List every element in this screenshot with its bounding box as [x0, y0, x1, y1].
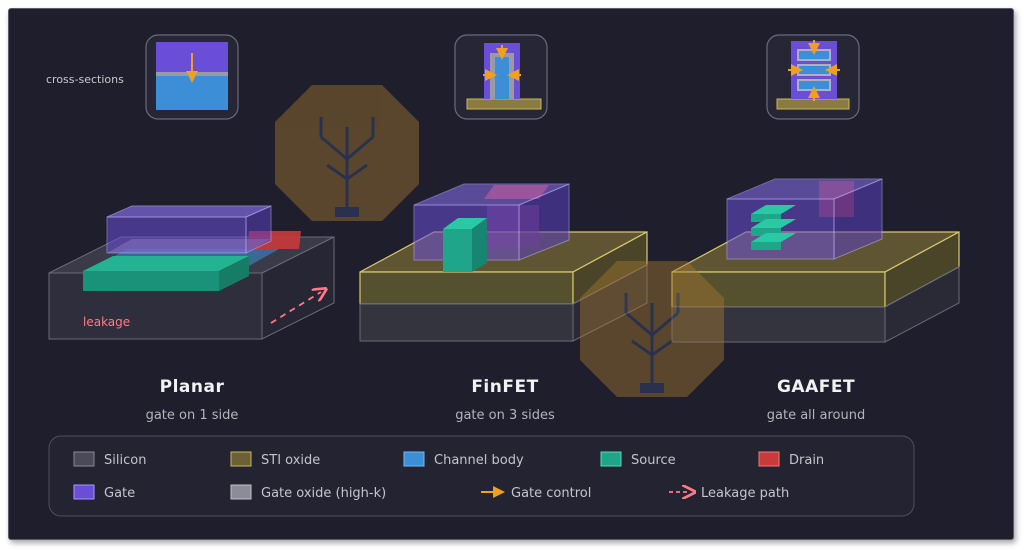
finfet-title: FinFET [471, 377, 538, 397]
diagram-canvas: cross-sections [8, 8, 1014, 540]
legend: Silicon STI oxide Channel body Source Dr… [48, 435, 915, 517]
gaafet-transistor [671, 178, 960, 343]
gaafet-title: GAAFET [777, 377, 855, 397]
legend-silicon: Silicon [104, 453, 146, 468]
finfet-subtitle: gate on 3 sides [455, 408, 555, 423]
finfet-transistor [359, 183, 648, 342]
legend-leakage-path: Leakage path [701, 486, 789, 501]
tree-watermark-top [275, 85, 419, 221]
legend-source: Source [631, 453, 676, 468]
planar-title: Planar [160, 377, 225, 397]
leakage-label: leakage [83, 315, 130, 329]
planar-transistor [48, 205, 335, 340]
planar-cross-section [145, 34, 239, 120]
tree-watermark-bottom [580, 261, 724, 397]
gaafet-cross-section [766, 34, 860, 120]
legend-drain: Drain [789, 453, 824, 468]
gaafet-subtitle: gate all around [767, 408, 865, 423]
legend-gate: Gate [104, 486, 135, 501]
legend-gate-control: Gate control [511, 486, 591, 501]
planar-subtitle: gate on 1 side [146, 408, 239, 423]
legend-channel-body: Channel body [434, 453, 524, 468]
legend-sti-oxide: STI oxide [261, 453, 320, 468]
legend-gate-oxide: Gate oxide (high-k) [261, 486, 386, 501]
transistor-diagram: cross-sections [46, 34, 960, 517]
cross-sections-label: cross-sections [46, 73, 124, 86]
finfet-cross-section [454, 34, 548, 120]
